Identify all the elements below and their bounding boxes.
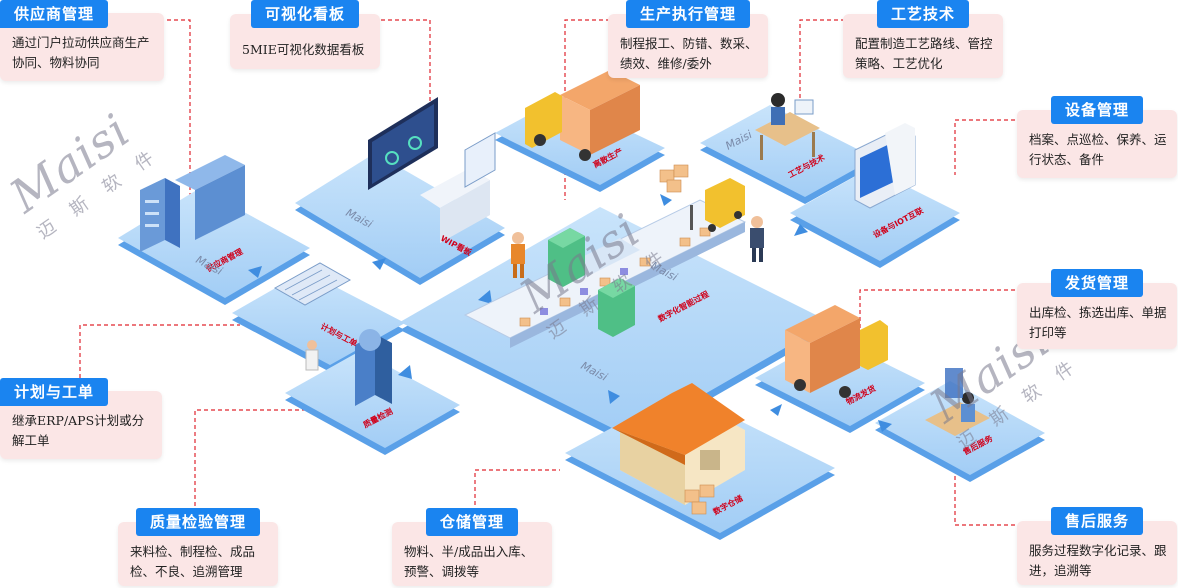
card-body-mes: 制程报工、防错、数采、绩效、维修/委外 [620,36,758,71]
platform-quality [285,351,460,455]
card-shipping: 发货管理 出库检、拣选出库、单据打印等 [1017,269,1177,349]
monitor-icon [273,262,352,306]
server-icon [140,155,245,252]
card-body-process: 配置制造工艺路线、管控策略、工艺优化 [855,36,993,71]
connector-lines [79,19,1015,526]
truck-icon [525,70,640,161]
card-planning: 计划与工单 继承ERP/APS计划或分解工单 [0,378,162,459]
card-equipment: 设备管理 档案、点巡检、保养、运行状态、备件 [1017,96,1177,178]
card-title-kanban: 可视化看板 [250,0,359,28]
card-title-process: 工艺技术 [876,0,969,28]
worker-icon [925,368,990,436]
flow-arrows [248,194,892,432]
worker-icon [755,93,820,160]
platform-wip [295,153,505,285]
card-title-quality: 质量检验管理 [135,508,260,536]
card-body-supplier: 通过门户拉动供应商生产协同、物料协同 [12,35,150,70]
forklift-icon [659,164,745,232]
robot-arm-icon [355,329,392,406]
card-title-warehouse: 仓储管理 [425,508,518,536]
card-body-warehouse: 物料、半/成品出入库、预警、调拨等 [404,544,534,579]
card-quality: 质量检验管理 来料检、制程检、成品检、不良、追溯管理 [118,508,278,586]
card-process: 工艺技术 配置制造工艺路线、管控策略、工艺优化 [843,0,1003,78]
card-supplier: 供应商管理 通过门户拉动供应商生产协同、物料协同 [0,0,164,81]
card-body-kanban: 5MIE可视化数据看板 [242,42,365,57]
robot-arm-icon [548,228,635,337]
card-title-equipment: 设备管理 [1050,96,1143,124]
monitor-icon [854,123,916,209]
platform-process [700,105,875,204]
card-body-aftersales: 服务过程数字化记录、跟进，追溯等 [1029,543,1167,578]
card-body-equipment: 档案、点巡检、保养、运行状态、备件 [1029,132,1167,167]
card-mes: 生产执行管理 制程报工、防错、数采、绩效、维修/委外 [608,0,768,78]
card-body-quality: 来料检、制程检、成品检、不良、追溯管理 [130,544,256,579]
warehouse-house-icon [612,383,745,515]
platform-iot [790,168,960,268]
card-title-mes: 生产执行管理 [625,0,750,28]
card-title-shipping: 发货管理 [1050,269,1143,297]
worker-icon [305,216,764,371]
card-warehouse: 仓储管理 物料、半/成品出入库、预警、调拨等 [392,508,552,586]
card-aftersales: 售后服务 服务过程数字化记录、跟进，追溯等 [1017,507,1177,585]
card-title-aftersales: 售后服务 [1050,507,1143,535]
truck-icon [785,305,888,398]
monitor-icon [368,97,496,243]
card-kanban: 可视化看板 5MIE可视化数据看板 [230,0,380,69]
card-title-supplier: 供应商管理 [0,0,109,28]
card-body-shipping: 出库检、拣选出库、单据打印等 [1029,305,1167,340]
card-body-planning: 继承ERP/APS计划或分解工单 [12,413,145,448]
card-title-planning: 计划与工单 [0,378,109,406]
